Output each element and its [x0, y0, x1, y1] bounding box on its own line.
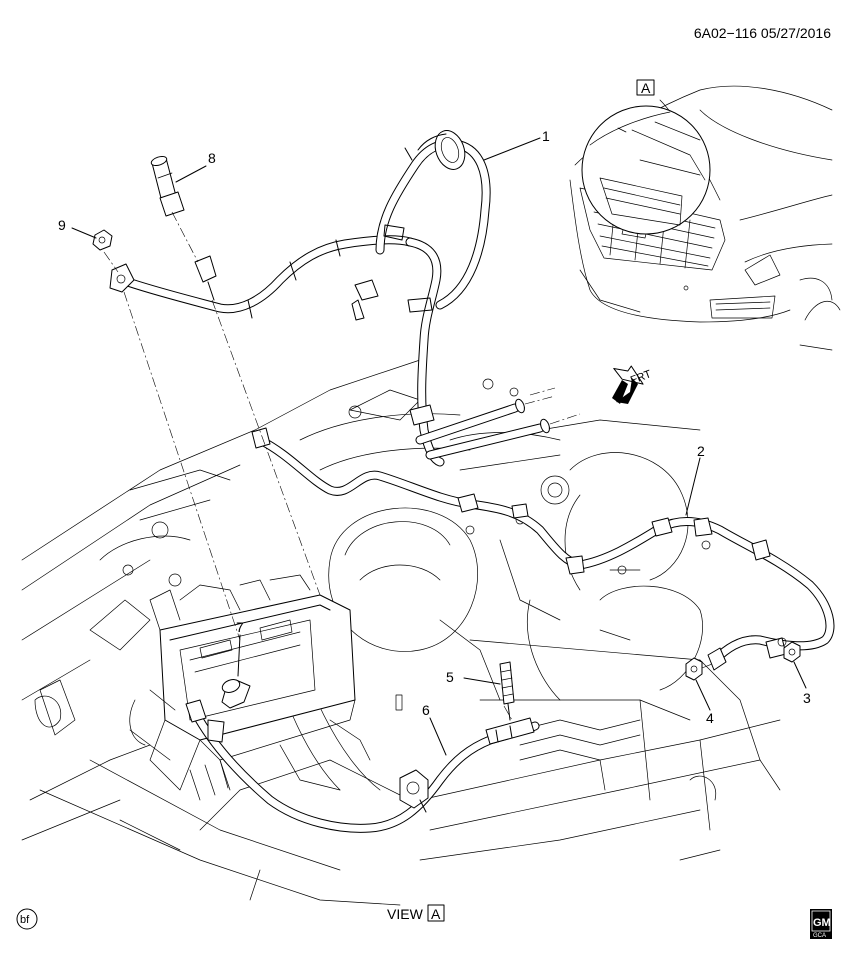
view-label-letter: A — [431, 906, 441, 922]
corner-mark: bf — [16, 908, 38, 930]
view-label-text: VIEW — [387, 906, 424, 922]
part-5-stud — [499, 661, 515, 721]
part-9-nut — [92, 229, 113, 251]
callout-9: 9 — [58, 217, 66, 233]
part-4-nut — [685, 657, 713, 681]
diagram-reference: 6A02−116 05/27/2016 — [694, 25, 831, 41]
callout-2: 2 — [697, 443, 705, 459]
gm-logo: GM GCA — [810, 909, 832, 939]
gm-logo-subtext: GCA — [813, 933, 826, 939]
part-3-nut — [783, 641, 801, 663]
center-lines — [103, 211, 513, 721]
part-2-harness — [251, 427, 835, 671]
detail-a-label: A — [641, 80, 651, 96]
part-6-harness — [185, 699, 540, 833]
fuse-block-assembly — [129, 574, 371, 801]
callout-3: 3 — [803, 690, 811, 706]
part-8-fuse — [150, 155, 185, 217]
part-7-fuse — [221, 634, 251, 709]
front-direction-arrow: FRT — [612, 365, 653, 404]
callout-6: 6 — [422, 702, 430, 718]
detail-view-a: A — [569, 79, 841, 351]
callout-7: 7 — [236, 619, 244, 635]
callout-8: 8 — [208, 150, 216, 166]
callout-1: 1 — [542, 128, 550, 144]
engine-bay-background — [21, 359, 781, 906]
callout-5: 5 — [446, 669, 454, 685]
view-label: VIEW A — [387, 904, 445, 922]
gm-logo-text: GM — [813, 917, 831, 929]
callout-labels: 1 2 3 4 5 6 7 8 9 — [58, 128, 811, 726]
corner-mark-text: bf — [20, 914, 30, 926]
part-1-harness — [109, 130, 581, 467]
callout-4: 4 — [706, 710, 714, 726]
leader-lines — [71, 137, 807, 756]
